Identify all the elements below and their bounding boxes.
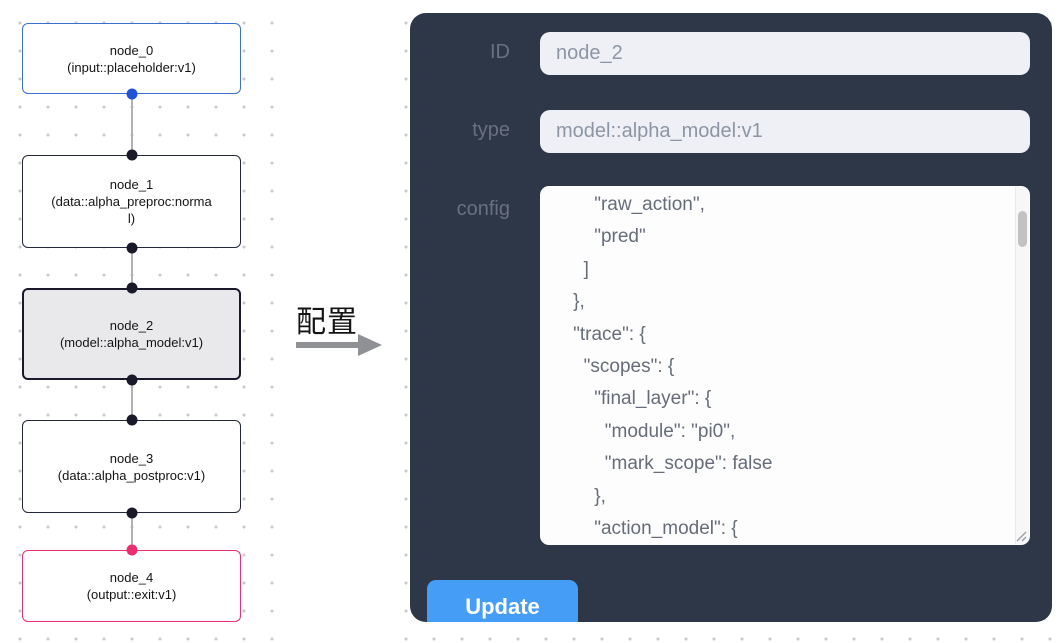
node-label: node_3 (data::alpha_postproc:v1) (51, 450, 213, 484)
edge-node1-node2 (130, 248, 133, 288)
config-json-text: "raw_action", "pred" ] }, "trace": { "sc… (573, 194, 773, 540)
target-handle-node_3[interactable] (126, 414, 137, 426)
transition-label: 配置 (296, 306, 358, 339)
update-button[interactable]: Update (427, 580, 578, 622)
node-name: node_3 (109, 450, 154, 466)
arrow-head (358, 334, 382, 356)
node-name: node_0 (109, 42, 154, 58)
config-scrollbar-thumb[interactable] (1018, 211, 1027, 247)
target-handle-node_2[interactable] (126, 282, 137, 294)
node-type: (input::placeholder:v1) (67, 59, 196, 75)
flow-node-node_2[interactable]: node_2 (model::alpha_model:v1) (22, 288, 241, 380)
type-field[interactable] (540, 110, 1030, 153)
id-field[interactable] (540, 32, 1030, 75)
target-handle-node_4[interactable] (126, 544, 137, 556)
type-field-label: type (472, 119, 510, 141)
source-handle-node_1[interactable] (126, 242, 137, 254)
node-type: (output::exit:v1) (86, 587, 177, 602)
node-type: (data::alpha_postproc:v1) (57, 467, 206, 483)
resize-grip-icon[interactable] (1014, 529, 1027, 542)
edge-node0-node1 (130, 94, 133, 155)
flow-node-node_3[interactable]: node_3 (data::alpha_postproc:v1) (22, 420, 241, 513)
source-handle-node_3[interactable] (126, 507, 137, 519)
id-field-label: ID (490, 41, 510, 63)
flow-node-node_0[interactable]: node_0 (input::placeholder:v1) (22, 23, 241, 94)
edge-node2-node3 (130, 380, 133, 420)
config-field-label: config (456, 198, 510, 220)
source-handle-node_2[interactable] (126, 374, 137, 386)
edge-node3-node4 (130, 513, 133, 550)
flow-node-node_4[interactable]: node_4 (output::exit:v1) (22, 550, 241, 622)
source-handle-node_0[interactable] (126, 88, 137, 100)
right-arrow-icon (296, 334, 384, 356)
node-config-panel: ID type config "raw_action", "pred" ] },… (410, 13, 1052, 622)
node-label: node_0 (input::placeholder:v1) (51, 42, 213, 76)
target-handle-node_1[interactable] (126, 149, 137, 161)
arrow-shaft (296, 342, 360, 348)
node-name: node_2 (109, 318, 154, 333)
node-type: (model::alpha_model:v1) (59, 335, 204, 350)
flow-node-node_1[interactable]: node_1 (data::alpha_preproc:normal) (22, 155, 241, 248)
node-label: node_4 (output::exit:v1) (51, 569, 213, 603)
node-name: node_1 (109, 177, 154, 192)
config-textarea[interactable]: "raw_action", "pred" ] }, "trace": { "sc… (540, 186, 1030, 545)
node-label: node_2 (model::alpha_model:v1) (51, 317, 213, 351)
node-label: node_1 (data::alpha_preproc:normal) (51, 176, 213, 227)
config-scrollbar[interactable] (1015, 187, 1029, 544)
node-type: (data::alpha_preproc:normal) (51, 194, 212, 226)
node-name: node_4 (109, 570, 154, 585)
